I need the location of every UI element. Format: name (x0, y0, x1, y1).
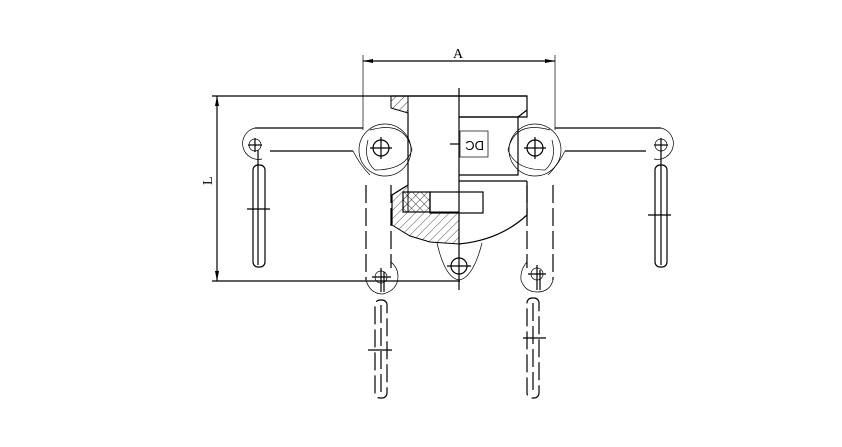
right-lower-handle (520, 185, 554, 399)
right-lever-arm (547, 127, 674, 268)
dc-marking: DC (465, 138, 484, 153)
left-lower-handle (365, 185, 399, 399)
dimension-a: A (362, 47, 556, 130)
dimension-l: L (201, 95, 527, 282)
clamp-body: DC (390, 95, 528, 281)
left-cam (358, 123, 413, 177)
dimension-l-label: L (201, 176, 216, 185)
dimension-a-label: A (453, 47, 464, 62)
right-cam (507, 123, 562, 177)
left-lever-arm (242, 127, 371, 268)
